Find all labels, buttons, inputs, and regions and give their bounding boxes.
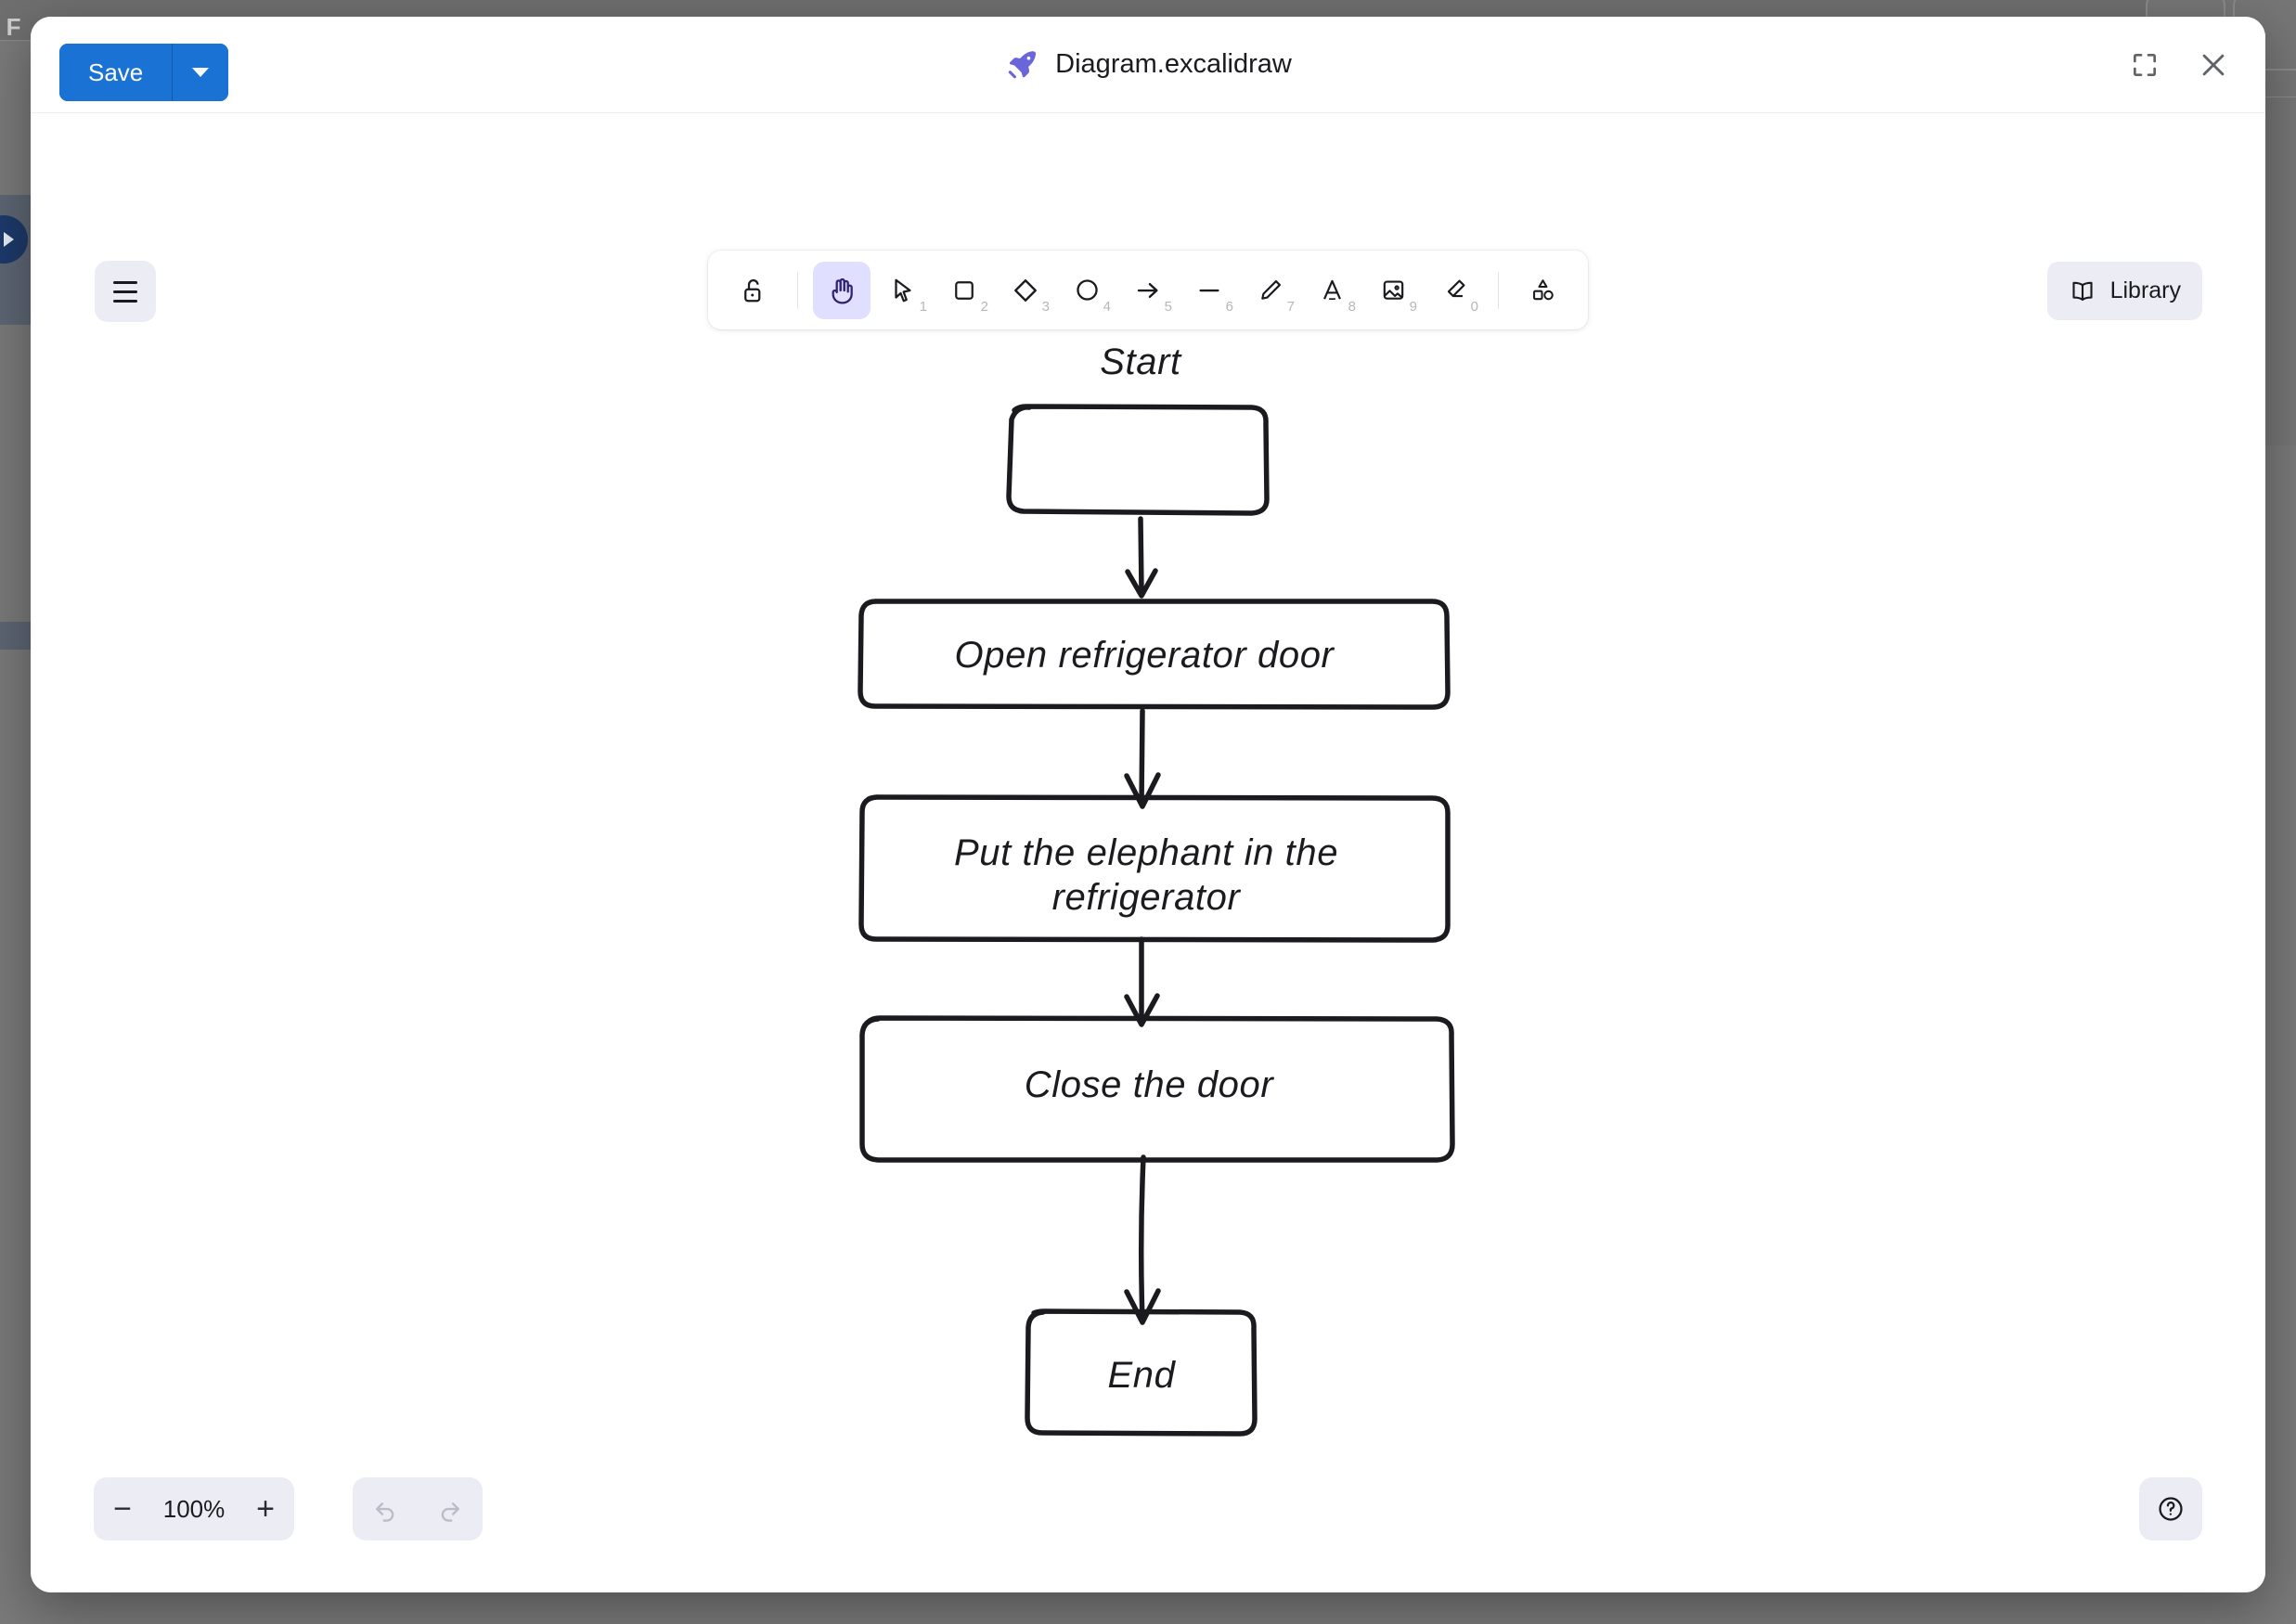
node-label-end: End: [1108, 1355, 1177, 1396]
library-button-label: Library: [2109, 277, 2181, 303]
node-label-put-elephant-line2: refrigerator: [1052, 877, 1242, 918]
save-dropdown-button[interactable]: [173, 44, 229, 101]
tool-text-button[interactable]: 8: [1303, 262, 1361, 319]
tool-line-button[interactable]: 6: [1180, 262, 1238, 319]
node-label-put-elephant-line1: Put the elephant in the: [954, 832, 1338, 873]
tool-selection-button[interactable]: 1: [874, 262, 932, 319]
edge-arrowhead-2: [1124, 772, 1161, 809]
redo-icon: [441, 1502, 459, 1522]
tool-lock-button[interactable]: [725, 262, 782, 319]
eraser-icon: [1447, 279, 1464, 298]
tool-shortcut: 7: [1286, 298, 1295, 315]
history-controls[interactable]: [353, 1477, 483, 1540]
save-divider: [172, 44, 174, 101]
tool-shortcut: 6: [1225, 298, 1233, 315]
diamond-icon: [1014, 278, 1037, 302]
fullscreen-icon: [2134, 53, 2156, 76]
circle-icon: [1076, 279, 1098, 301]
node-label-open-door: Open refrigerator door: [955, 635, 1335, 676]
tool-shortcut: 2: [980, 298, 988, 315]
node-label-close-door: Close the door: [1025, 1064, 1275, 1105]
tool-rectangle-button[interactable]: 2: [935, 262, 993, 319]
edge-close-to-end: [1138, 1154, 1146, 1322]
node-shape-put-elephant: [858, 794, 1451, 943]
hand-icon: [832, 277, 853, 303]
excalidraw-modal-window: Save Diagram.excalidraw: [31, 17, 2265, 1592]
toolbar-divider: [797, 271, 798, 309]
hamburger-menu-icon: [113, 280, 137, 303]
window-title-text: Diagram.excalidraw: [1055, 49, 1292, 79]
window-header: Save Diagram.excalidraw: [31, 17, 2265, 113]
node-shape-close-door: [859, 1015, 1455, 1163]
image-icon: [1383, 280, 1403, 300]
save-button-group[interactable]: Save: [59, 44, 229, 101]
flowchart-drawing: Start Open refrigerator door Put the ele…: [858, 342, 1455, 1437]
text-a-icon: [1322, 279, 1341, 301]
lock-open-icon: [744, 278, 761, 302]
tool-diamond-button[interactable]: 3: [997, 262, 1054, 319]
tool-shortcut: 5: [1164, 298, 1172, 315]
zoom-out-button[interactable]: −: [94, 1477, 151, 1540]
excalidraw-canvas-area[interactable]: Start Open refrigerator door Put the ele…: [31, 113, 2265, 1592]
square-icon: [955, 280, 974, 300]
tool-shortcut: 0: [1470, 298, 1478, 315]
tool-shortcut: 3: [1041, 298, 1050, 315]
tool-draw-button[interactable]: 7: [1242, 262, 1299, 319]
tool-island[interactable]: 1 2 3 4: [708, 251, 1588, 329]
tool-shortcut: 4: [1103, 298, 1111, 315]
window-controls: [2124, 45, 2234, 85]
node-label-start: Start: [1100, 342, 1182, 382]
more-shapes-icon: [1532, 279, 1554, 301]
edge-start-to-open: [1138, 516, 1144, 594]
tool-hand-button[interactable]: [813, 261, 871, 319]
edge-arrowhead-4: [1124, 1288, 1161, 1325]
zoom-controls[interactable]: − 100% +: [94, 1477, 294, 1540]
hamburger-menu-button[interactable]: [95, 261, 156, 322]
redo-button[interactable]: [424, 1483, 476, 1535]
tool-ellipse-button[interactable]: 4: [1058, 262, 1116, 319]
tool-image-button[interactable]: 9: [1364, 262, 1422, 319]
node-shape-open-door: [858, 599, 1451, 710]
edge-arrowhead-3: [1124, 993, 1160, 1027]
question-mark-icon: [2159, 1497, 2183, 1521]
help-button[interactable]: [2139, 1477, 2202, 1540]
cursor-icon: [895, 278, 911, 302]
window-title: Diagram.excalidraw: [1004, 47, 1292, 83]
fullscreen-button[interactable]: [2124, 45, 2165, 85]
pencil-icon: [1260, 279, 1281, 300]
node-shape-end: [1025, 1308, 1258, 1437]
excalidraw-rocket-icon: [1008, 50, 1037, 78]
zoom-in-button[interactable]: +: [237, 1477, 294, 1540]
tool-shortcut: 9: [1409, 298, 1417, 315]
edge-arrowhead-1: [1125, 568, 1158, 599]
node-shape-start: [1006, 404, 1270, 516]
tool-more-shapes-button[interactable]: [1514, 262, 1571, 319]
undo-button[interactable]: [359, 1483, 411, 1535]
tool-shortcut: 8: [1348, 298, 1356, 315]
undo-icon: [376, 1502, 394, 1522]
arrow-right-icon: [1137, 282, 1158, 298]
close-button[interactable]: [2193, 45, 2234, 85]
save-button[interactable]: Save: [59, 44, 173, 101]
tool-arrow-button[interactable]: 5: [1119, 262, 1177, 319]
close-icon: [2202, 54, 2225, 75]
tool-eraser-button[interactable]: 0: [1425, 262, 1483, 319]
library-button[interactable]: Library: [2046, 262, 2202, 320]
line-icon: [1199, 289, 1219, 291]
chevron-down-icon: [192, 68, 210, 77]
tool-shortcut: 1: [919, 298, 927, 315]
zoom-level-value[interactable]: 100%: [162, 1494, 226, 1523]
book-icon: [2072, 281, 2093, 301]
background-title-partial: y F: [0, 13, 22, 41]
toolbar-divider: [1498, 271, 1499, 309]
